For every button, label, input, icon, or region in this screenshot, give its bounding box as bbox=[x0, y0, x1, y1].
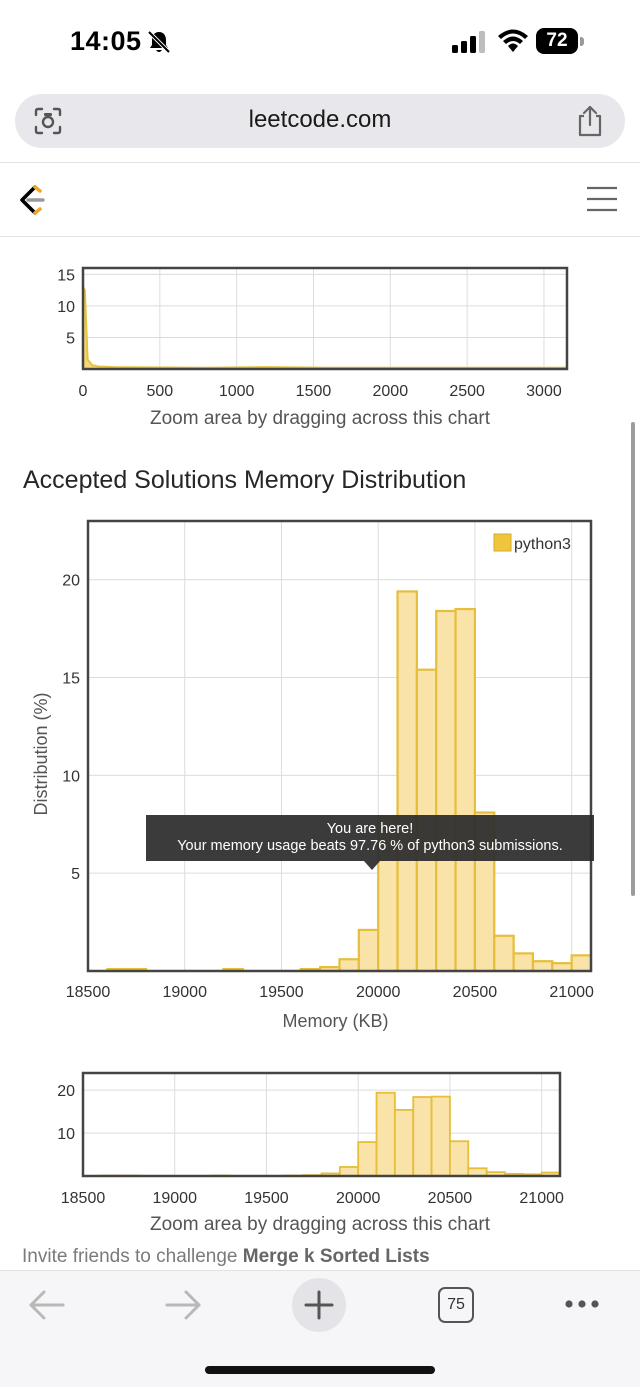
histogram-bar bbox=[338, 958, 360, 973]
x-tick-label: 18500 bbox=[66, 984, 111, 1001]
status-bar: 14:05 72 bbox=[0, 0, 640, 88]
battery-icon: 72 bbox=[536, 28, 584, 56]
status-time: 14:05 bbox=[70, 26, 142, 56]
legend-label: python3 bbox=[514, 536, 571, 553]
histogram-bar bbox=[412, 1096, 433, 1177]
x-tick-label: 1500 bbox=[296, 383, 332, 400]
x-tick-label: 19000 bbox=[152, 1190, 197, 1207]
y-axis-title: Distribution (%) bbox=[31, 692, 51, 815]
x-tick-label: 19500 bbox=[244, 1190, 289, 1207]
x-tick-label: 20000 bbox=[336, 1190, 381, 1207]
x-tick-label: 500 bbox=[146, 383, 173, 400]
bell-slash-icon bbox=[147, 30, 171, 54]
x-tick-label: 21000 bbox=[519, 1190, 564, 1207]
battery-tip bbox=[580, 37, 584, 46]
x-tick-label: 3000 bbox=[526, 383, 562, 400]
histogram-bar bbox=[430, 1095, 451, 1177]
forward-icon[interactable] bbox=[164, 1289, 202, 1321]
histogram-bar bbox=[435, 609, 457, 973]
x-tick-label: 2500 bbox=[449, 383, 485, 400]
invite-prefix: Invite friends to challenge bbox=[22, 1246, 243, 1267]
y-tick-label: 20 bbox=[62, 573, 80, 590]
x-tick-label: 1000 bbox=[219, 383, 255, 400]
histogram-bar bbox=[396, 590, 418, 973]
x-axis-title: Memory (KB) bbox=[282, 1011, 388, 1031]
y-tick-label: 5 bbox=[66, 330, 75, 347]
y-tick-label: 15 bbox=[62, 671, 80, 688]
url-text[interactable]: leetcode.com bbox=[248, 106, 392, 133]
x-tick-label: 0 bbox=[79, 383, 88, 400]
plot-frame bbox=[81, 266, 569, 371]
histogram-bar bbox=[375, 1091, 396, 1177]
section-title: Accepted Solutions Memory Distribution bbox=[23, 466, 467, 494]
divider bbox=[0, 236, 640, 237]
new-tab-icon[interactable] bbox=[292, 1278, 346, 1332]
wifi-icon bbox=[498, 29, 528, 52]
histogram-bar bbox=[493, 934, 515, 973]
tooltip-line2: Your memory usage beats 97.76 % of pytho… bbox=[177, 838, 563, 854]
zoom-hint: Zoom area by dragging across this chart bbox=[149, 1214, 491, 1235]
home-indicator bbox=[205, 1366, 435, 1374]
more-icon[interactable] bbox=[563, 1297, 601, 1311]
plot-frame bbox=[86, 519, 593, 973]
x-tick-label: 19500 bbox=[259, 984, 304, 1001]
y-tick-label: 5 bbox=[71, 866, 80, 883]
address-bar[interactable]: leetcode.com bbox=[15, 94, 625, 148]
menu-icon[interactable] bbox=[586, 185, 618, 213]
x-tick-label: 18500 bbox=[61, 1190, 106, 1207]
memory-distribution-chart[interactable]: 18500 19000 19500 20000 20500 21000 20 15 10 5Mem… bbox=[0, 510, 640, 1031]
top-zoom-chart[interactable]: 0 500 1000 1500 2000 2500 3000 15 10 5 bbox=[0, 255, 640, 405]
tooltip-line1: You are here! bbox=[326, 821, 414, 837]
divider bbox=[0, 162, 640, 163]
bottom-zoom-chart[interactable]: 18500 19000 19500 20000 20500 21000 20 10 bbox=[0, 1062, 640, 1212]
histogram-bar bbox=[454, 607, 477, 973]
battery-level: 72 bbox=[536, 28, 578, 54]
zoom-hint: Zoom area by dragging across this chart bbox=[149, 408, 491, 429]
tooltip: You are here! Your memory usage beats 97… bbox=[146, 815, 594, 861]
histogram-bar bbox=[512, 952, 535, 973]
site-header bbox=[0, 163, 640, 236]
histogram-bar bbox=[357, 1141, 378, 1177]
x-tick-label: 20500 bbox=[453, 984, 498, 1001]
tooltip-arrow bbox=[364, 861, 380, 870]
y-tick-label: 10 bbox=[62, 768, 80, 785]
plot-frame bbox=[81, 1071, 562, 1178]
x-tick-label: 19000 bbox=[162, 984, 207, 1001]
camera-icon[interactable] bbox=[33, 107, 63, 135]
x-tick-label: 20000 bbox=[356, 984, 401, 1001]
histogram-bar bbox=[531, 960, 554, 973]
x-tick-label: 20500 bbox=[428, 1190, 473, 1207]
area-series bbox=[82, 283, 568, 370]
histogram-bar bbox=[570, 954, 593, 973]
leetcode-logo-icon[interactable] bbox=[15, 183, 49, 217]
y-tick-label: 15 bbox=[57, 267, 75, 284]
back-icon[interactable] bbox=[28, 1289, 66, 1321]
tabs-icon[interactable]: 75 bbox=[438, 1287, 474, 1323]
histogram-bar bbox=[393, 1109, 415, 1177]
y-tick-label: 20 bbox=[57, 1083, 75, 1100]
invite-problem-link[interactable]: Merge k Sorted Lists bbox=[242, 1246, 430, 1267]
y-tick-label: 10 bbox=[57, 1126, 75, 1143]
x-tick-label: 21000 bbox=[549, 984, 594, 1001]
histogram-bar bbox=[338, 1166, 360, 1177]
scrollbar[interactable] bbox=[631, 422, 635, 896]
histogram-bar bbox=[449, 1140, 470, 1177]
histogram-bar bbox=[357, 928, 380, 973]
x-tick-label: 2000 bbox=[373, 383, 409, 400]
legend-swatch bbox=[493, 533, 512, 552]
share-icon[interactable] bbox=[575, 104, 605, 138]
signal-icon bbox=[452, 31, 485, 53]
invite-text: Invite friends to challenge Merge k Sort… bbox=[22, 1246, 622, 1268]
y-tick-label: 10 bbox=[57, 299, 75, 316]
